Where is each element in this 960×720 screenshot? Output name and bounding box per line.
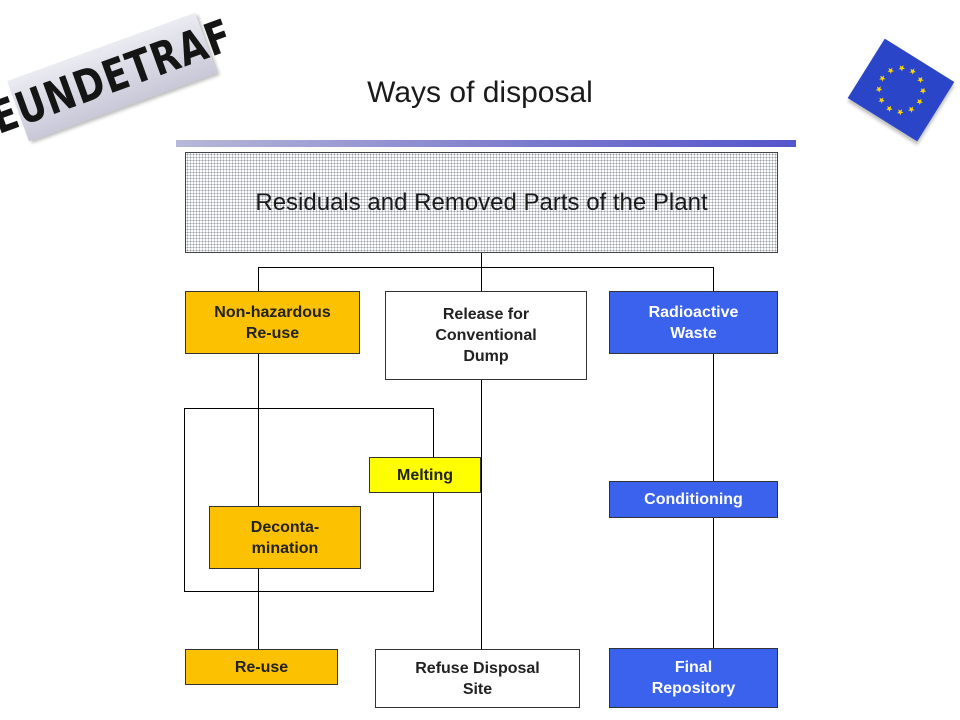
flag-star-icon [916,98,923,106]
node-melting-label: Melting [397,466,453,484]
connector-to-radioactive [713,267,714,291]
node-radioactive-label: Radioactive Waste [648,303,739,342]
flag-star-icon [875,86,883,93]
root-node-label: Residuals and Removed Parts of the Plant [255,188,708,216]
flag-star-icon [878,97,885,104]
page-title: Ways of disposal [367,76,593,109]
node-final-repository: Final Repository [609,648,778,708]
connector-to-release [481,267,482,291]
node-non-hazardous-reuse: Non-hazardous Re-use [185,291,360,354]
flag-star-icon [909,68,916,75]
node-non-hazardous-label: Non-hazardous Re-use [214,303,331,342]
flag-star-icon [897,109,904,116]
node-release-conventional-dump: Release for Conventional Dump [385,291,587,380]
node-melting: Melting [369,457,481,493]
flag-star-icon [917,76,924,84]
flag-star-icon [887,67,894,74]
node-radioactive-waste: Radioactive Waste [609,291,778,354]
node-decontamination-label: Deconta- mination [250,518,320,557]
node-conditioning-label: Conditioning [644,491,743,508]
node-conditioning: Conditioning [609,481,778,518]
flag-star-icon [879,75,886,82]
connector-to-non-hazardous [258,267,259,291]
treatment-loop-outline [184,408,434,592]
node-final-repository-label: Final Repository [651,659,736,697]
node-decontamination: Deconta- mination [209,506,361,569]
title-underline [176,140,796,147]
connector-root-stem [481,253,482,268]
connector-release-down [481,380,482,650]
flag-star-icon [898,65,906,72]
root-node-residuals: Residuals and Removed Parts of the Plant [185,152,778,253]
node-reuse-label: Re-use [234,658,289,676]
node-refuse-disposal-site: Refuse Disposal Site [375,649,580,708]
eu-flag-icon [847,38,955,142]
node-refuse-label: Refuse Disposal Site [415,659,540,698]
node-reuse: Re-use [185,649,338,685]
connector-horizontal-bus [258,267,714,268]
eu-flag-stars [875,65,927,116]
flag-star-icon [908,106,915,113]
node-release-label: Release for Conventional Dump [435,306,537,365]
flag-star-icon [886,105,893,113]
connector-non-hazardous-down [258,354,259,650]
flag-star-icon [919,87,927,95]
